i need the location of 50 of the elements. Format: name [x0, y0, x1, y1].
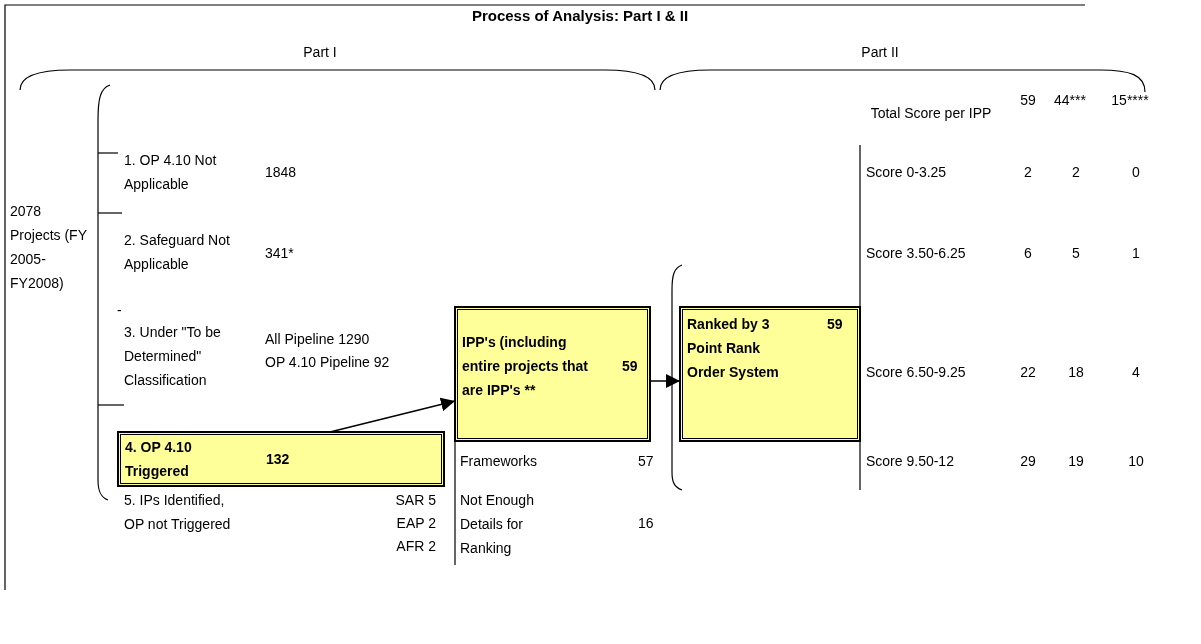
table-value: 19 — [1067, 452, 1085, 471]
table-value: 6 — [1023, 244, 1033, 263]
count: AFR 2 — [395, 537, 436, 556]
count: 16 — [638, 514, 654, 533]
column-heading: Total Score per IPP — [869, 104, 993, 123]
count: OP 4.10 Pipeline 92 — [265, 353, 390, 372]
row-label: Score 0-3.25 — [866, 163, 947, 182]
highlight-box — [680, 307, 860, 441]
category-label: 2. Safeguard Not Applicable — [124, 231, 231, 274]
table-value: 5 — [1071, 244, 1081, 263]
row-label: Score 9.50-12 — [866, 452, 954, 471]
count: 1848 — [265, 163, 297, 182]
category-label: 5. IPs Identified, OP not Triggered — [124, 491, 232, 534]
highlight-box — [118, 432, 444, 486]
section-heading: Part II — [860, 43, 900, 62]
title: Process of Analysis: Part I & II — [470, 6, 690, 26]
table-value: 29 — [1019, 452, 1037, 471]
dash-mark: - — [117, 301, 122, 320]
column-total: 59 — [1019, 91, 1037, 110]
column-total: 15**** — [1110, 91, 1150, 110]
highlight-box — [455, 307, 650, 441]
table-value: 22 — [1019, 363, 1037, 382]
count: EAP 2 — [395, 514, 436, 533]
box-heading: IPP's (including entire projects that are IPP's ** — [462, 333, 590, 400]
table-value: 10 — [1127, 452, 1145, 471]
count: 57 — [638, 452, 654, 471]
box-count: 59 — [622, 357, 639, 376]
table-value: 0 — [1131, 163, 1141, 182]
column-total: 44*** — [1053, 91, 1087, 110]
row-label: Score 6.50-9.25 — [866, 363, 966, 382]
category-label: 1. OP 4.10 Not Applicable — [124, 151, 218, 194]
box-count: 59 — [827, 315, 844, 334]
category-label: Frameworks — [460, 452, 537, 471]
total-label: 2078 Projects (FY 2005-FY2008) — [10, 202, 88, 293]
box-heading: Ranked by 3 Point Rank Order System — [687, 315, 780, 382]
count: SAR 5 — [394, 491, 436, 510]
table-value: 2 — [1023, 163, 1033, 182]
category-label: 3. Under "To be Determined" Classification — [124, 323, 222, 390]
arrow — [649, 374, 681, 388]
section-heading: Part I — [302, 43, 338, 62]
count: All Pipeline 1290 — [265, 330, 370, 349]
table-value: 2 — [1071, 163, 1081, 182]
box-count: 132 — [266, 450, 291, 469]
table-value: 1 — [1131, 244, 1141, 263]
box-heading: 4. OP 4.10 Triggered — [125, 438, 193, 481]
row-label: Score 3.50-6.25 — [866, 244, 966, 263]
category-label: Not Enough Details for Ranking — [460, 491, 535, 558]
table-value: 4 — [1131, 363, 1141, 382]
count: 341* — [265, 244, 294, 263]
table-value: 18 — [1067, 363, 1085, 382]
